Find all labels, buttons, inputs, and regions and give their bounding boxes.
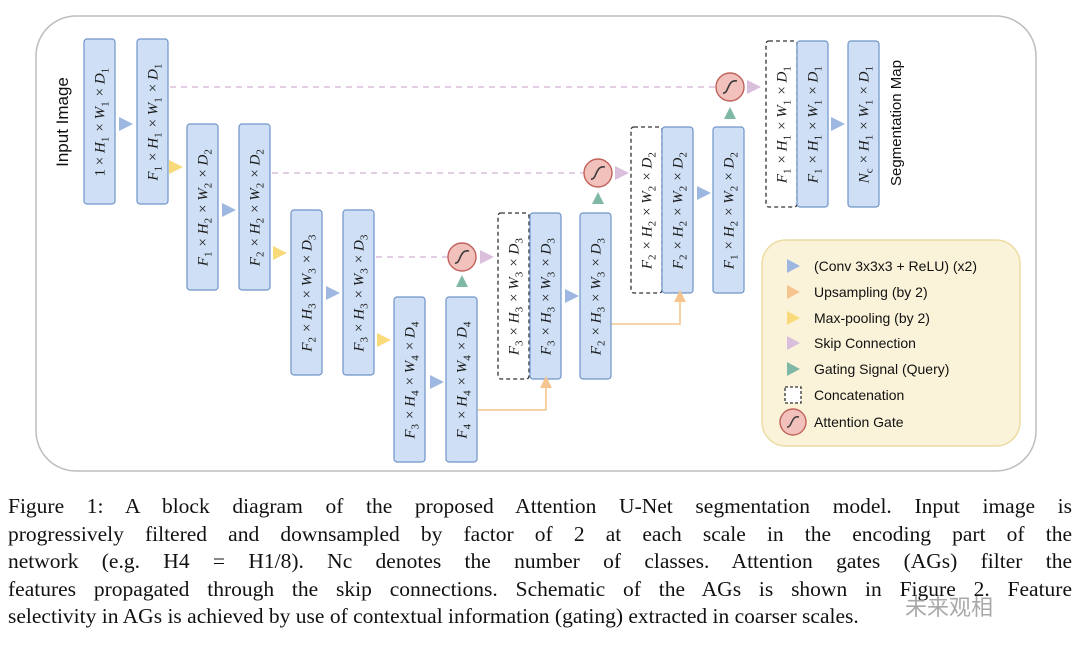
feature-block-b2 [136, 38, 169, 205]
skip-triangle-icon [787, 336, 800, 350]
feature-block-label-b15: F1 × H1 × W1 × D1 [775, 65, 794, 184]
feature-block-b5 [290, 209, 323, 376]
feature-block-b16 [796, 40, 829, 208]
feature-block-label-b16: F1 × H1 × W1 × D1 [806, 65, 825, 184]
gating-arrow-1 [456, 275, 468, 287]
attention-gate-icon-1 [447, 242, 477, 272]
conv-arrow-6 [697, 186, 711, 200]
skip-arrow-1 [480, 250, 494, 264]
skip-arrow-2 [615, 166, 629, 180]
feature-block-label-b5: F2 × H3 × W3 × D3 [300, 233, 319, 352]
caption-line-5: selectivity in AGs is achieved by use of… [8, 604, 859, 628]
feature-block-b13 [661, 126, 694, 294]
connections-layer [170, 86, 717, 411]
feature-block-label-b2: F1 × H1 × W1 × D1 [146, 62, 165, 181]
attention-unet-diagram: 1 × H1 × W1 × D1 F1 × H1 × W1 × D1 F1 × … [35, 15, 1037, 472]
maxpool-arrow-3 [377, 333, 391, 347]
conv-arrow-3 [326, 286, 340, 300]
figure-caption: Figure 1: A block diagram of the propose… [8, 493, 1072, 631]
feature-block-b6 [342, 209, 375, 376]
legend-label-2: Upsampling (by 2) [814, 284, 928, 300]
legend-box [761, 239, 1021, 447]
maxpool-arrow-1 [169, 160, 183, 174]
legend-label-3: Max-pooling (by 2) [814, 310, 930, 326]
upsampling-triangle-icon [787, 285, 800, 299]
upsampling-connector-2 [611, 300, 681, 325]
feature-block-label-b13: F2 × H2 × W2 × D2 [671, 151, 690, 270]
feature-block-b15-concat [765, 40, 798, 208]
gating-triangle-icon [787, 362, 800, 376]
caption-line-3: network (e.g. H4 = H1/8). Nc denotes the… [8, 549, 1072, 573]
legend-label-5: Gating Signal (Query) [814, 361, 949, 377]
input-image-label: Input Image [53, 77, 72, 167]
feature-block-b17 [847, 40, 880, 208]
feature-block-label-b10: F3 × H3 × W3 × D3 [539, 237, 558, 356]
feature-block-label-b7: F3 × H4 × W4 × D4 [403, 320, 422, 439]
feature-block-b11 [579, 212, 612, 380]
conv-arrow-5 [565, 289, 579, 303]
attention-gate-icon-3 [715, 72, 745, 102]
feature-block-b8 [445, 296, 478, 463]
feature-block-label-b3: F1 × H2 × W2 × D2 [196, 148, 215, 267]
feature-block-label-b14: F1 × H2 × W2 × D2 [722, 151, 741, 270]
legend-label-7: Attention Gate [814, 414, 904, 430]
feature-block-label-b9: F3 × H3 × W3 × D3 [507, 237, 526, 356]
legend-label-6: Concatenation [814, 387, 904, 403]
upsampling-connector-1 [477, 386, 547, 411]
attention-gate-icon [779, 408, 807, 436]
feature-block-b3 [186, 123, 219, 291]
feature-block-label-b6: F3 × H3 × W3 × D3 [352, 233, 371, 352]
feature-block-label-b17: Nc × H1 × W1 × D1 [857, 65, 876, 185]
upsampling-arrow-2 [674, 290, 686, 302]
markers-layer [119, 72, 845, 389]
legend-label-4: Skip Connection [814, 335, 916, 351]
attention-gate-icon-2 [583, 158, 613, 188]
feature-block-b4 [238, 123, 271, 291]
blocks-layer: 1 × H1 × W1 × D1 F1 × H1 × W1 × D1 F1 × … [83, 38, 880, 463]
conv-arrow-4 [430, 375, 444, 389]
maxpool-arrow-2 [273, 246, 287, 260]
conv-arrow-7 [831, 117, 845, 131]
legend-label-1: (Conv 3x3x3 + ReLU) (x2) [814, 258, 977, 274]
feature-block-label-b1: 1 × H1 × W1 × D1 [93, 67, 112, 177]
caption-line-2: progressively filtered and downsampled b… [8, 521, 1072, 546]
feature-block-b1 [83, 38, 116, 205]
feature-block-label-b8: F4 × H4 × W4 × D4 [455, 320, 474, 439]
feature-block-b7 [393, 296, 426, 463]
feature-block-label-b12: F2 × H2 × W2 × D2 [640, 151, 659, 270]
skip-arrow-3 [747, 80, 761, 94]
feature-block-b12-concat [630, 126, 663, 294]
caption-line-1: Figure 1: A block diagram of the propose… [8, 494, 1072, 518]
caption-line-4: features propagated through the skip con… [8, 576, 1072, 601]
feature-block-label-b11: F2 × H3 × W3 × D3 [589, 237, 608, 356]
concat-dashed-box-icon [784, 386, 802, 404]
conv-arrow-2 [222, 203, 236, 217]
gating-arrow-2 [592, 192, 604, 204]
upsampling-arrow-1 [540, 376, 552, 388]
segmentation-map-label: Segmentation Map [888, 60, 905, 186]
watermark: 未来观相 [905, 596, 994, 621]
feature-block-b14 [712, 126, 745, 294]
feature-block-b9-concat [497, 212, 530, 380]
maxpool-triangle-icon [787, 311, 800, 325]
legend: (Conv 3x3x3 + ReLU) (x2) Upsampling (by 2… [761, 239, 1021, 447]
conv-triangle-icon [787, 259, 800, 273]
conv-arrow-1 [119, 117, 133, 131]
gating-arrow-3 [724, 107, 736, 119]
feature-block-label-b4: F2 × H2 × W2 × D2 [248, 148, 267, 267]
